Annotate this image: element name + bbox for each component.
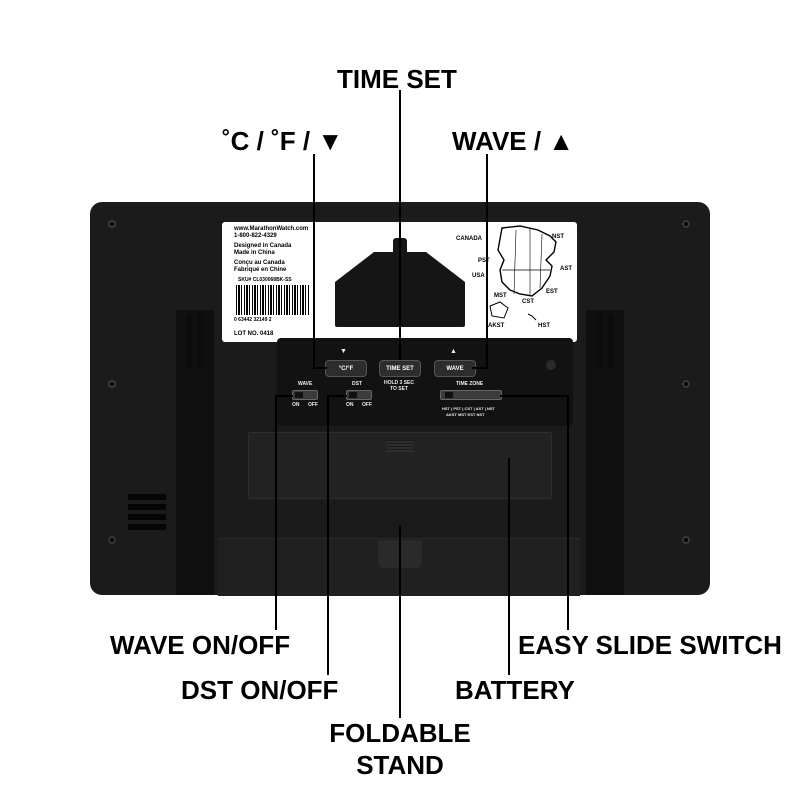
temp-unit-button-label: °C/°F [338,365,354,372]
sticker-made: Made in China [234,250,275,256]
sticker-phone: 1-800-822-4329 [234,233,277,239]
callout-stand-line1: FOLDABLE [329,718,471,748]
time-set-button[interactable]: TIME SET [379,360,421,377]
wave-button[interactable]: WAVE [434,360,476,377]
callout-foldable-stand: FOLDABLE STAND [320,720,480,778]
callout-dst-onoff: DST ON/OFF [181,675,339,705]
screw [682,220,690,228]
sticker-sku: SKU# CL030068BK-SS [238,277,292,283]
right-grip-slot [596,314,602,369]
leader-temp [313,154,315,368]
map-label-usa: USA [472,273,485,279]
sticker-made-fr: Fabriqué en Chine [234,267,287,273]
leader-wave-onoff-h [275,395,293,397]
sticker-lot: LOT NO. 0418 [234,331,274,337]
battery-cover-latch [386,440,414,452]
leader-easy-slide-h [500,395,569,397]
wave-switch-label: WAVE [298,381,313,387]
map-label-akst: AKST [488,323,505,329]
wave-button-label: WAVE [446,365,464,372]
barcode [236,285,310,315]
dst-off-label: OFF [362,402,372,408]
screw [108,220,116,228]
time-set-button-label: TIME SET [386,365,414,372]
wave-switch-knob [295,392,303,398]
left-grip-slot [186,314,192,369]
map-label-est: EST [546,289,558,295]
screw [682,536,690,544]
leader-dst [327,395,329,675]
map-label-ast: AST [560,266,572,272]
time-zone-row2: AKST MST EST NST [446,412,485,417]
leader-easy-slide [567,395,569,630]
leader-battery [508,458,510,675]
dst-switch-knob [349,392,357,398]
btn-up-glyph: ▲ [450,348,457,355]
left-grip-slot [198,314,204,369]
time-zone-slide-switch[interactable] [440,390,502,400]
leader-temp-h [313,367,327,369]
callout-easy-slide: EASY SLIDE SWITCH [518,630,782,660]
time-zone-row1: HST | PST | CST | AST | NST [442,406,495,411]
map-label-nst: NST [552,234,564,240]
side-indicator-dot [546,360,556,370]
leader-stand [399,525,401,718]
wave-off-label: OFF [308,402,318,408]
time-zone-switch-knob [445,392,453,398]
map-label-hst: HST [538,323,550,329]
right-grip [586,310,624,595]
dst-switch-label: DST [352,381,362,387]
vent-slot [128,524,166,530]
map-label-mst: MST [494,293,507,299]
wave-on-label: ON [292,402,300,408]
time-zone-label: TIME ZONE [456,381,484,387]
leader-wave-onoff [275,395,277,630]
vent-slot [128,494,166,500]
vent-slot [128,504,166,510]
wave-slide-switch[interactable] [292,390,318,400]
leader-dst-h [327,395,347,397]
control-panel [277,338,573,426]
screw [108,536,116,544]
temp-unit-button[interactable]: °C/°F [325,360,367,377]
screw [682,380,690,388]
callout-wave-up: WAVE / ▲ [452,126,575,156]
sticker-designed-fr: Conçu au Canada [234,260,285,266]
leader-wave-up [486,154,488,368]
btn-down-glyph: ▼ [340,348,347,355]
map-label-pst: PST [478,258,490,264]
sticker-website: www.MarathonWatch.com [234,226,309,232]
screw [108,380,116,388]
map-label-cst: CST [522,299,534,305]
timezone-map [489,225,557,321]
left-grip [176,310,214,595]
barcode-digits: 0 63442 32149 2 [234,317,272,323]
dst-on-label: ON [346,402,354,408]
callout-temp-down: ˚C / ˚F / ▼ [222,126,344,156]
right-grip-slot [608,314,614,369]
map-label-canada: CANADA [456,236,482,242]
callout-stand-line2: STAND [356,750,444,780]
dst-slide-switch[interactable] [346,390,372,400]
time-set-hold-note: HOLD 3 SEC TO SET [383,380,414,392]
callout-time-set: TIME SET [337,64,457,94]
callout-wave-onoff: WAVE ON/OFF [110,630,291,660]
vent-slot [128,514,166,520]
leader-wave-up-h [472,367,488,369]
callout-battery: BATTERY [455,675,575,705]
leader-time-set [399,90,401,360]
sticker-designed: Designed in Canada [234,243,292,249]
